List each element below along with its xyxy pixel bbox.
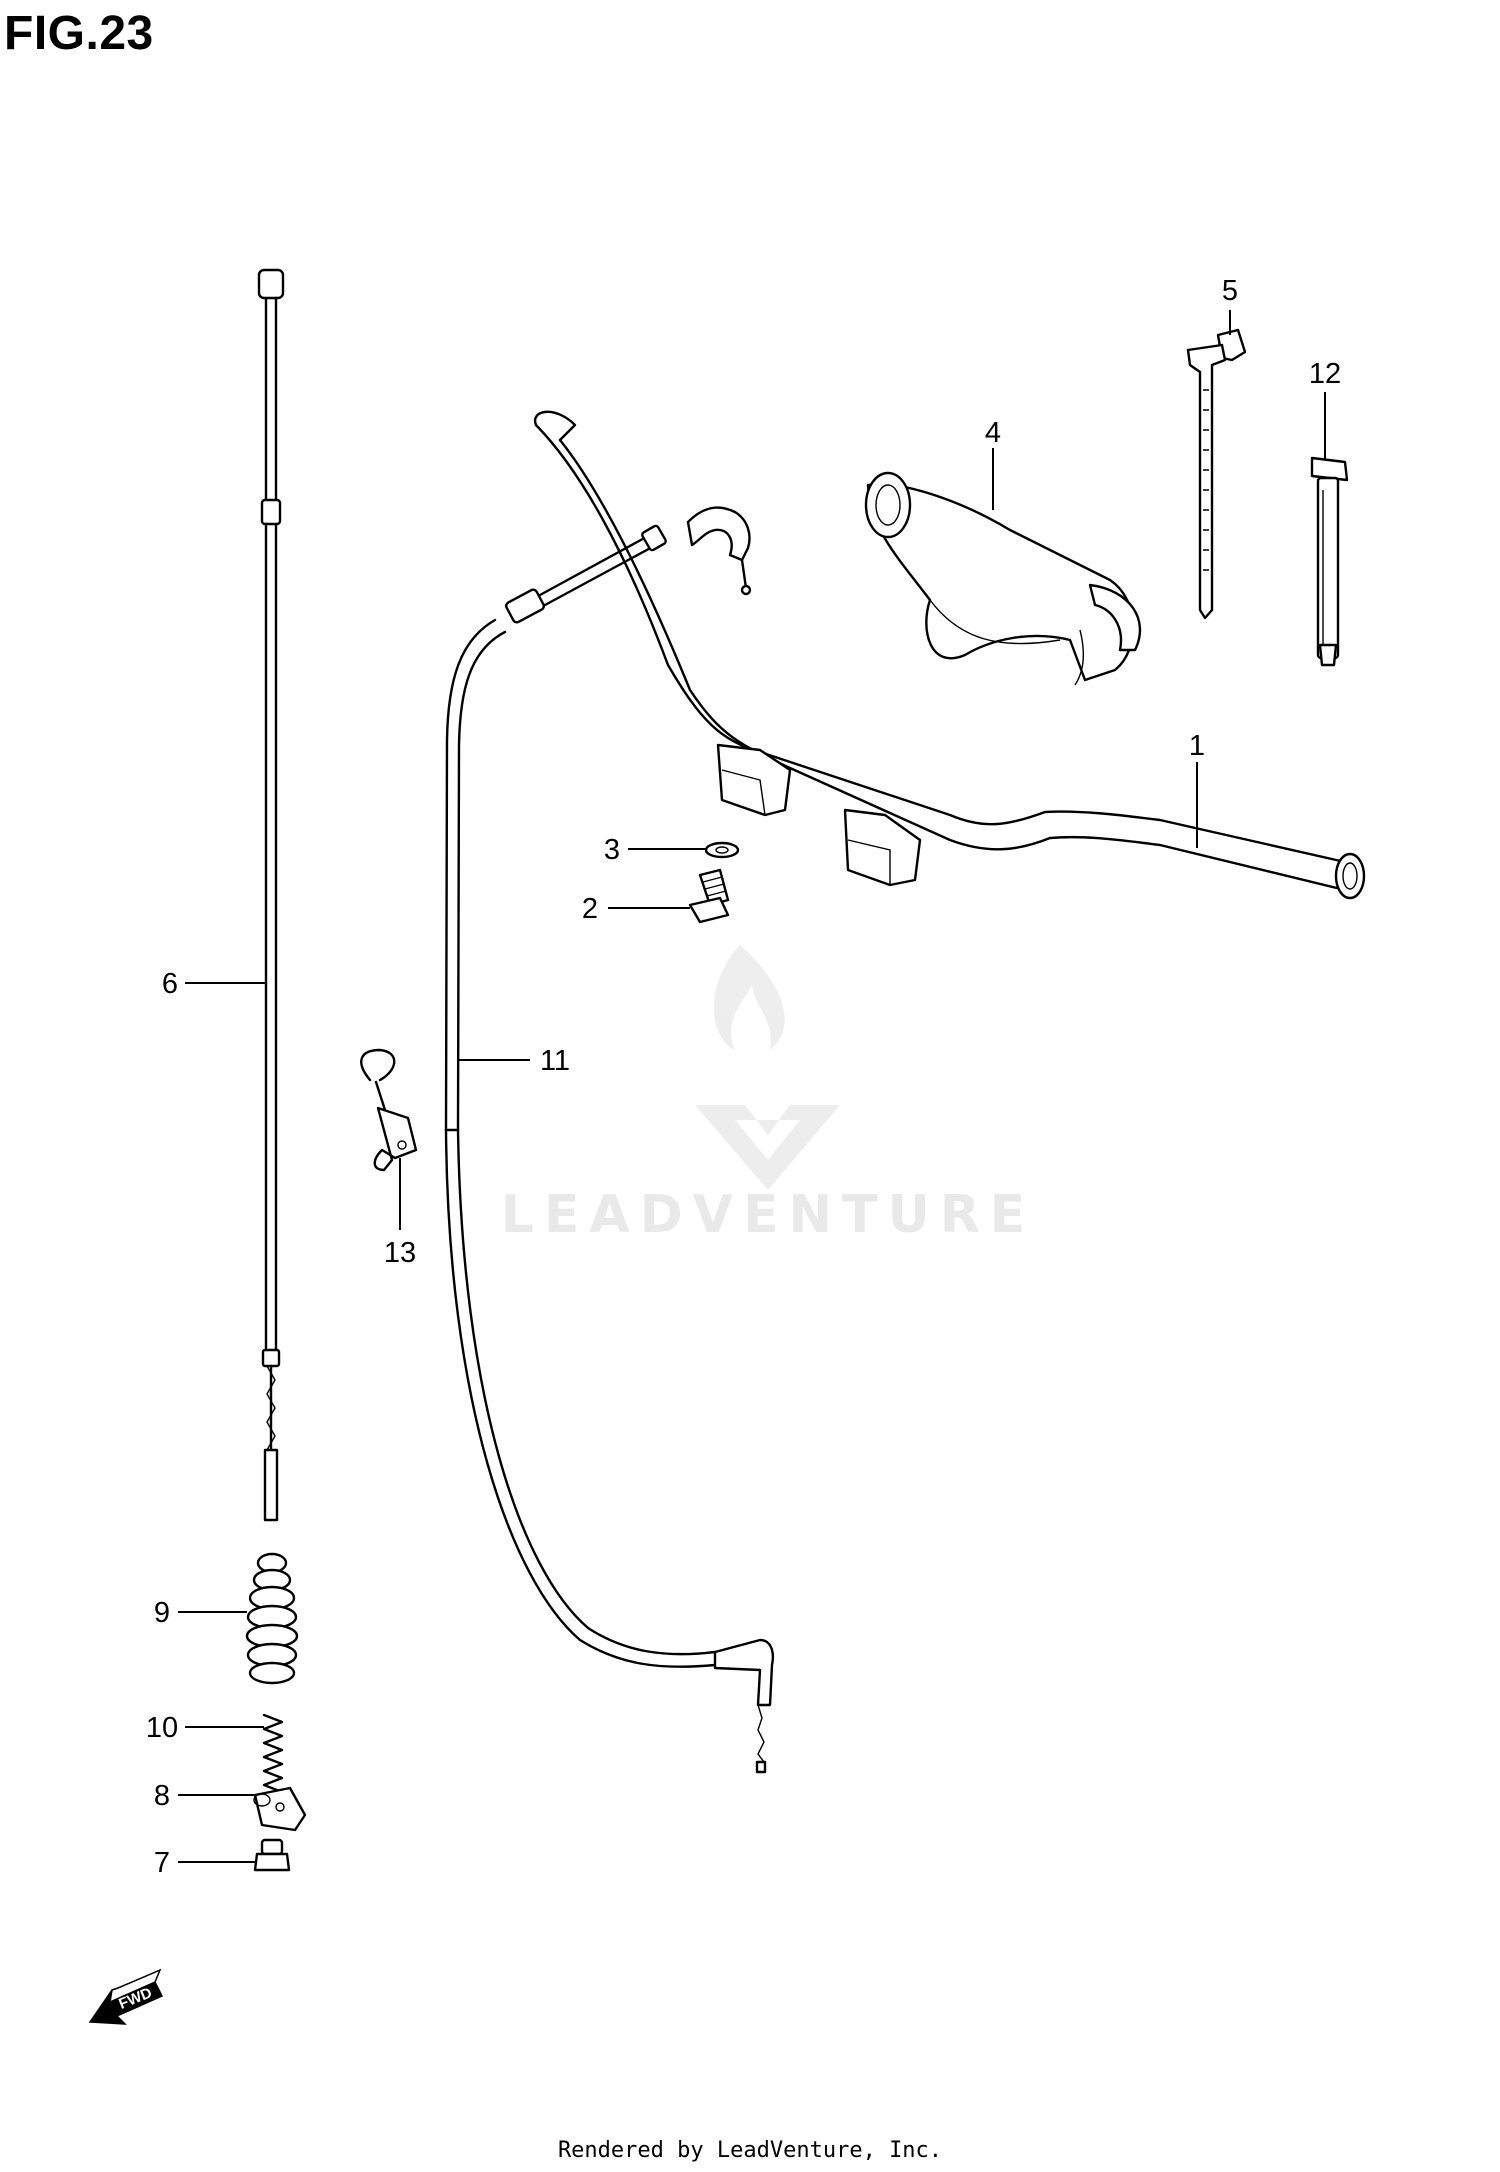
part-7-end-nut: [253, 1838, 291, 1872]
callout-number: 4: [985, 417, 1001, 449]
watermark-text: LEADVENTURE: [501, 1185, 1036, 1245]
callout-number: 1: [1189, 730, 1205, 762]
callout-7: 7: [154, 1847, 257, 1879]
callout-9: 9: [154, 1597, 247, 1629]
flame-logo-icon: [695, 945, 840, 1190]
part-1-handlebar: [533, 410, 1366, 900]
callout-13: 13: [384, 1158, 416, 1269]
callout-1: 1: [1189, 730, 1205, 848]
callout-number: 8: [154, 1780, 170, 1812]
callout-number: 11: [540, 1045, 570, 1077]
callout-8: 8: [154, 1780, 255, 1812]
callout-6: 6: [162, 968, 266, 1000]
callout-number: 12: [1309, 358, 1341, 390]
watermark: LEADVENTURE: [501, 945, 1036, 1245]
callout-number: 5: [1222, 275, 1238, 307]
callout-3: 3: [604, 834, 706, 866]
callout-number: 3: [604, 834, 620, 866]
part-4-cover-pad: [864, 471, 1142, 686]
figure-title: FIG.23: [4, 7, 154, 60]
callout-number: 2: [582, 893, 598, 925]
callout-number: 7: [154, 1847, 170, 1879]
callout-number: 6: [162, 968, 178, 1000]
part-2-bolt: [688, 868, 730, 924]
part-11-throttle-cable: [444, 506, 774, 1774]
part-8-adjuster-block: [253, 1786, 307, 1832]
callout-5: 5: [1222, 275, 1238, 335]
part-9-rubber-boot: [245, 1552, 299, 1685]
part-5-cable-tie: [1186, 328, 1247, 620]
part-12-clamp-band: [1310, 456, 1349, 667]
fwd-arrow-icon: FWD: [88, 1968, 164, 2025]
footer-credit: Rendered by LeadVenture, Inc.: [557, 2138, 943, 2163]
callout-12: 12: [1309, 358, 1341, 460]
callout-number: 9: [154, 1597, 170, 1629]
callout-11: 11: [459, 1045, 570, 1077]
part-3-washer: [704, 841, 740, 859]
part-13-cable-clip: [360, 1048, 418, 1172]
callout-10: 10: [146, 1712, 264, 1744]
callout-2: 2: [582, 893, 690, 925]
callout-4: 4: [985, 417, 1001, 510]
callout-number: 13: [384, 1237, 416, 1269]
callout-number: 10: [146, 1712, 178, 1744]
part-6-cable: [257, 268, 285, 1522]
